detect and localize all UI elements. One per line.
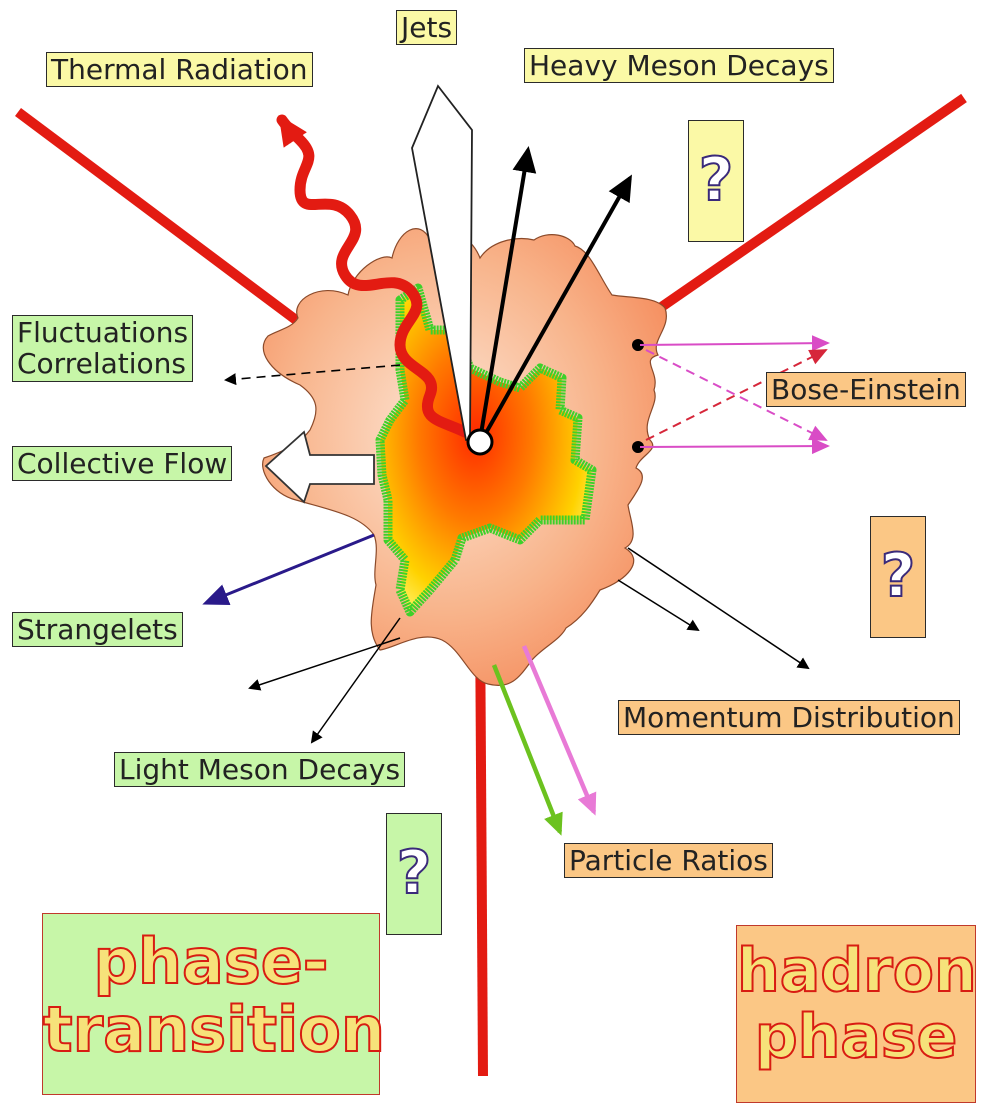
label-particle-ratios: Particle Ratios bbox=[564, 843, 773, 878]
label-momentum-distribution: Momentum Distribution bbox=[618, 700, 960, 735]
light-meson-arrow-2 bbox=[312, 618, 400, 742]
beam-line-left bbox=[18, 112, 296, 320]
particle-ratio-arrow-pink bbox=[524, 646, 594, 812]
question-mark-yellow: ? bbox=[688, 120, 744, 242]
bose-einstein-arrow-1 bbox=[640, 343, 828, 345]
label-collective-flow: Collective Flow bbox=[12, 446, 232, 481]
label-bose-einstein: Bose-Einstein bbox=[766, 372, 966, 407]
label-jets: Jets bbox=[396, 10, 457, 45]
strangelets-arrow bbox=[206, 535, 374, 603]
label-thermal-radiation: Thermal Radiation bbox=[46, 52, 313, 87]
bose-einstein-arrow-2 bbox=[640, 446, 828, 447]
label-fluctuations-correlations: Fluctuations Correlations bbox=[12, 315, 193, 382]
light-meson-arrow-1 bbox=[250, 638, 400, 688]
particle-ratio-arrow-green bbox=[494, 665, 560, 832]
collision-point bbox=[468, 430, 492, 454]
hadron-phase-line1: hadron bbox=[737, 938, 975, 1004]
hadron-phase-box: hadron phase bbox=[736, 925, 976, 1103]
label-heavy-meson-decays: Heavy Meson Decays bbox=[524, 48, 834, 83]
label-fluctuations: Fluctuations bbox=[17, 317, 188, 348]
momentum-arrow-2 bbox=[628, 548, 808, 668]
label-light-meson-decays: Light Meson Decays bbox=[114, 752, 405, 787]
label-correlations: Correlations bbox=[17, 348, 188, 379]
label-strangelets: Strangelets bbox=[12, 612, 183, 647]
phase-transition-line2: transition bbox=[43, 996, 379, 1064]
question-mark-green: ? bbox=[386, 813, 442, 935]
hadron-phase-line2: phase bbox=[737, 1004, 975, 1070]
phase-transition-box: phase- transition bbox=[42, 913, 380, 1095]
phase-transition-line1: phase- bbox=[43, 928, 379, 996]
question-mark-orange: ? bbox=[870, 516, 926, 638]
